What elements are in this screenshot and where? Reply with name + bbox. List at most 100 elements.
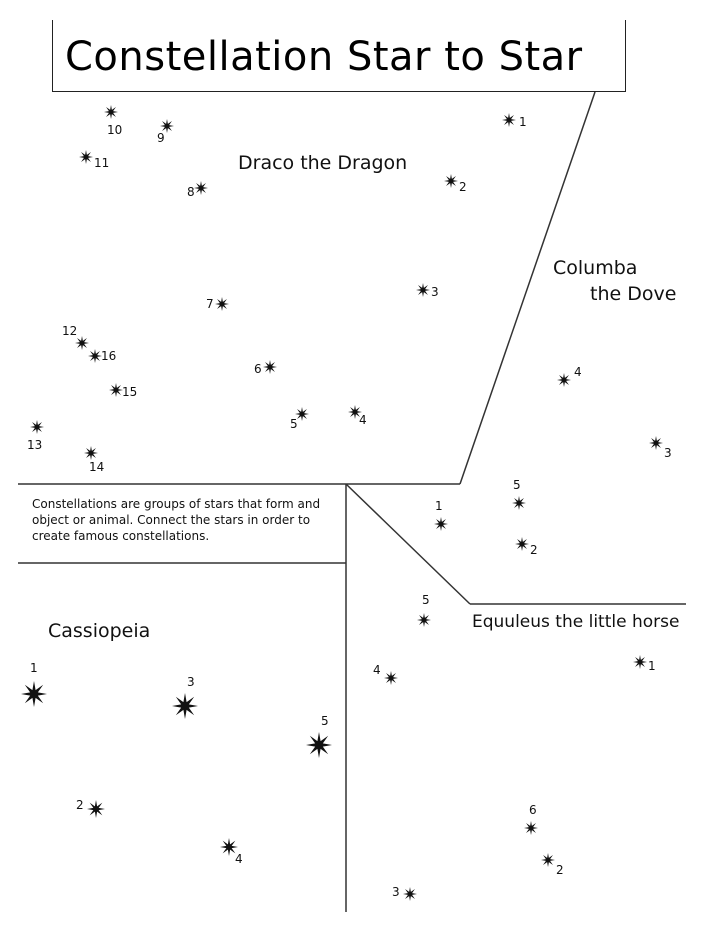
instructions-text: Constellations are groups of stars that …	[32, 497, 321, 543]
star-number: 8	[187, 185, 195, 199]
star-icon	[160, 119, 174, 133]
star-icon	[295, 407, 309, 421]
constellation-star: 3	[416, 283, 439, 299]
star-number: 11	[94, 156, 109, 170]
divider-line	[345, 483, 471, 605]
constellation-star: 1	[633, 655, 656, 673]
star-number: 4	[359, 413, 367, 427]
columba-label-line1: Columba	[553, 257, 638, 279]
star-icon	[434, 517, 448, 531]
star-number: 4	[574, 365, 582, 379]
star-number: 1	[519, 115, 527, 129]
columba-label-line2: the Dove	[590, 283, 677, 305]
star-number: 3	[664, 446, 672, 460]
constellation-star: 14	[84, 446, 104, 474]
constellation-star: 9	[157, 119, 174, 145]
constellation-star: 3	[392, 885, 417, 901]
constellation-star: 4	[373, 663, 398, 685]
star-icon	[416, 283, 430, 297]
star-number: 6	[254, 362, 262, 376]
star-number: 4	[235, 852, 243, 866]
star-icon	[194, 181, 208, 195]
star-icon	[109, 383, 123, 397]
cassiopeia-label: Cassiopeia	[48, 620, 151, 642]
constellation-star: 13	[27, 420, 44, 452]
constellation-star: 5	[290, 407, 309, 431]
star-number: 13	[27, 438, 42, 452]
constellation-star: 3	[649, 436, 672, 460]
star-icon	[104, 105, 118, 119]
constellation-star: 8	[187, 181, 208, 199]
constellation-star: 15	[109, 383, 137, 399]
star-icon	[75, 336, 89, 350]
constellation-star: 12	[62, 324, 89, 350]
star-icon	[384, 671, 398, 685]
star-number: 5	[513, 478, 521, 492]
star-number: 3	[187, 675, 195, 689]
star-icon	[88, 349, 102, 363]
star-icon	[524, 821, 538, 835]
constellation-star: 10	[104, 105, 122, 137]
star-number: 7	[206, 297, 214, 311]
equuleus-label: Equuleus the little horse	[472, 612, 680, 632]
star-icon	[444, 174, 458, 188]
constellation-star: 1	[502, 113, 527, 129]
constellation-star: 2	[76, 798, 105, 818]
star-icon	[512, 496, 526, 510]
star-icon	[348, 405, 362, 419]
constellation-star: 5	[512, 478, 526, 510]
draco-label: Draco the Dragon	[238, 152, 408, 174]
star-number: 10	[107, 123, 122, 137]
star-icon	[306, 732, 332, 758]
star-number: 14	[89, 460, 104, 474]
star-number: 1	[30, 661, 38, 675]
star-number: 3	[392, 885, 400, 899]
constellation-star: 2	[541, 853, 564, 877]
divider-line	[459, 91, 596, 485]
star-number: 2	[459, 180, 467, 194]
constellation-star: 16	[88, 349, 116, 363]
star-icon	[30, 420, 44, 434]
star-icon	[87, 800, 105, 818]
star-number: 16	[101, 349, 116, 363]
constellation-star: 1	[21, 661, 47, 707]
constellation-star: 7	[206, 297, 229, 311]
constellation-star: 4	[220, 838, 243, 866]
star-number: 2	[76, 798, 84, 812]
star-number: 1	[435, 499, 443, 513]
constellation-star: 11	[79, 150, 109, 170]
constellation-star: 5	[306, 714, 332, 758]
star-icon	[79, 150, 93, 164]
star-number: 6	[529, 803, 537, 817]
star-icon	[403, 887, 417, 901]
star-icon	[263, 360, 277, 374]
star-number: 3	[431, 285, 439, 299]
star-number: 5	[422, 593, 430, 607]
star-icon	[215, 297, 229, 311]
star-number: 4	[373, 663, 381, 677]
star-icon	[649, 436, 663, 450]
star-icon	[417, 613, 431, 627]
star-icon	[557, 373, 571, 387]
constellation-star: 5	[417, 593, 431, 627]
star-number: 9	[157, 131, 165, 145]
title-box: Constellation Star to Star	[52, 20, 626, 92]
star-icon	[502, 113, 516, 127]
constellation-star: 2	[444, 174, 467, 194]
page-title: Constellation Star to Star	[65, 34, 583, 80]
star-icon	[541, 853, 555, 867]
star-number: 12	[62, 324, 77, 338]
constellation-star: 1	[434, 499, 448, 531]
star-icon	[84, 446, 98, 460]
star-number: 2	[530, 543, 538, 557]
star-icon	[21, 681, 47, 707]
constellation-star: 4	[557, 365, 582, 387]
constellation-star: 6	[254, 360, 277, 376]
star-number: 15	[122, 385, 137, 399]
constellation-star: 4	[348, 405, 367, 427]
star-icon	[515, 537, 529, 551]
constellation-star: 3	[172, 675, 198, 719]
